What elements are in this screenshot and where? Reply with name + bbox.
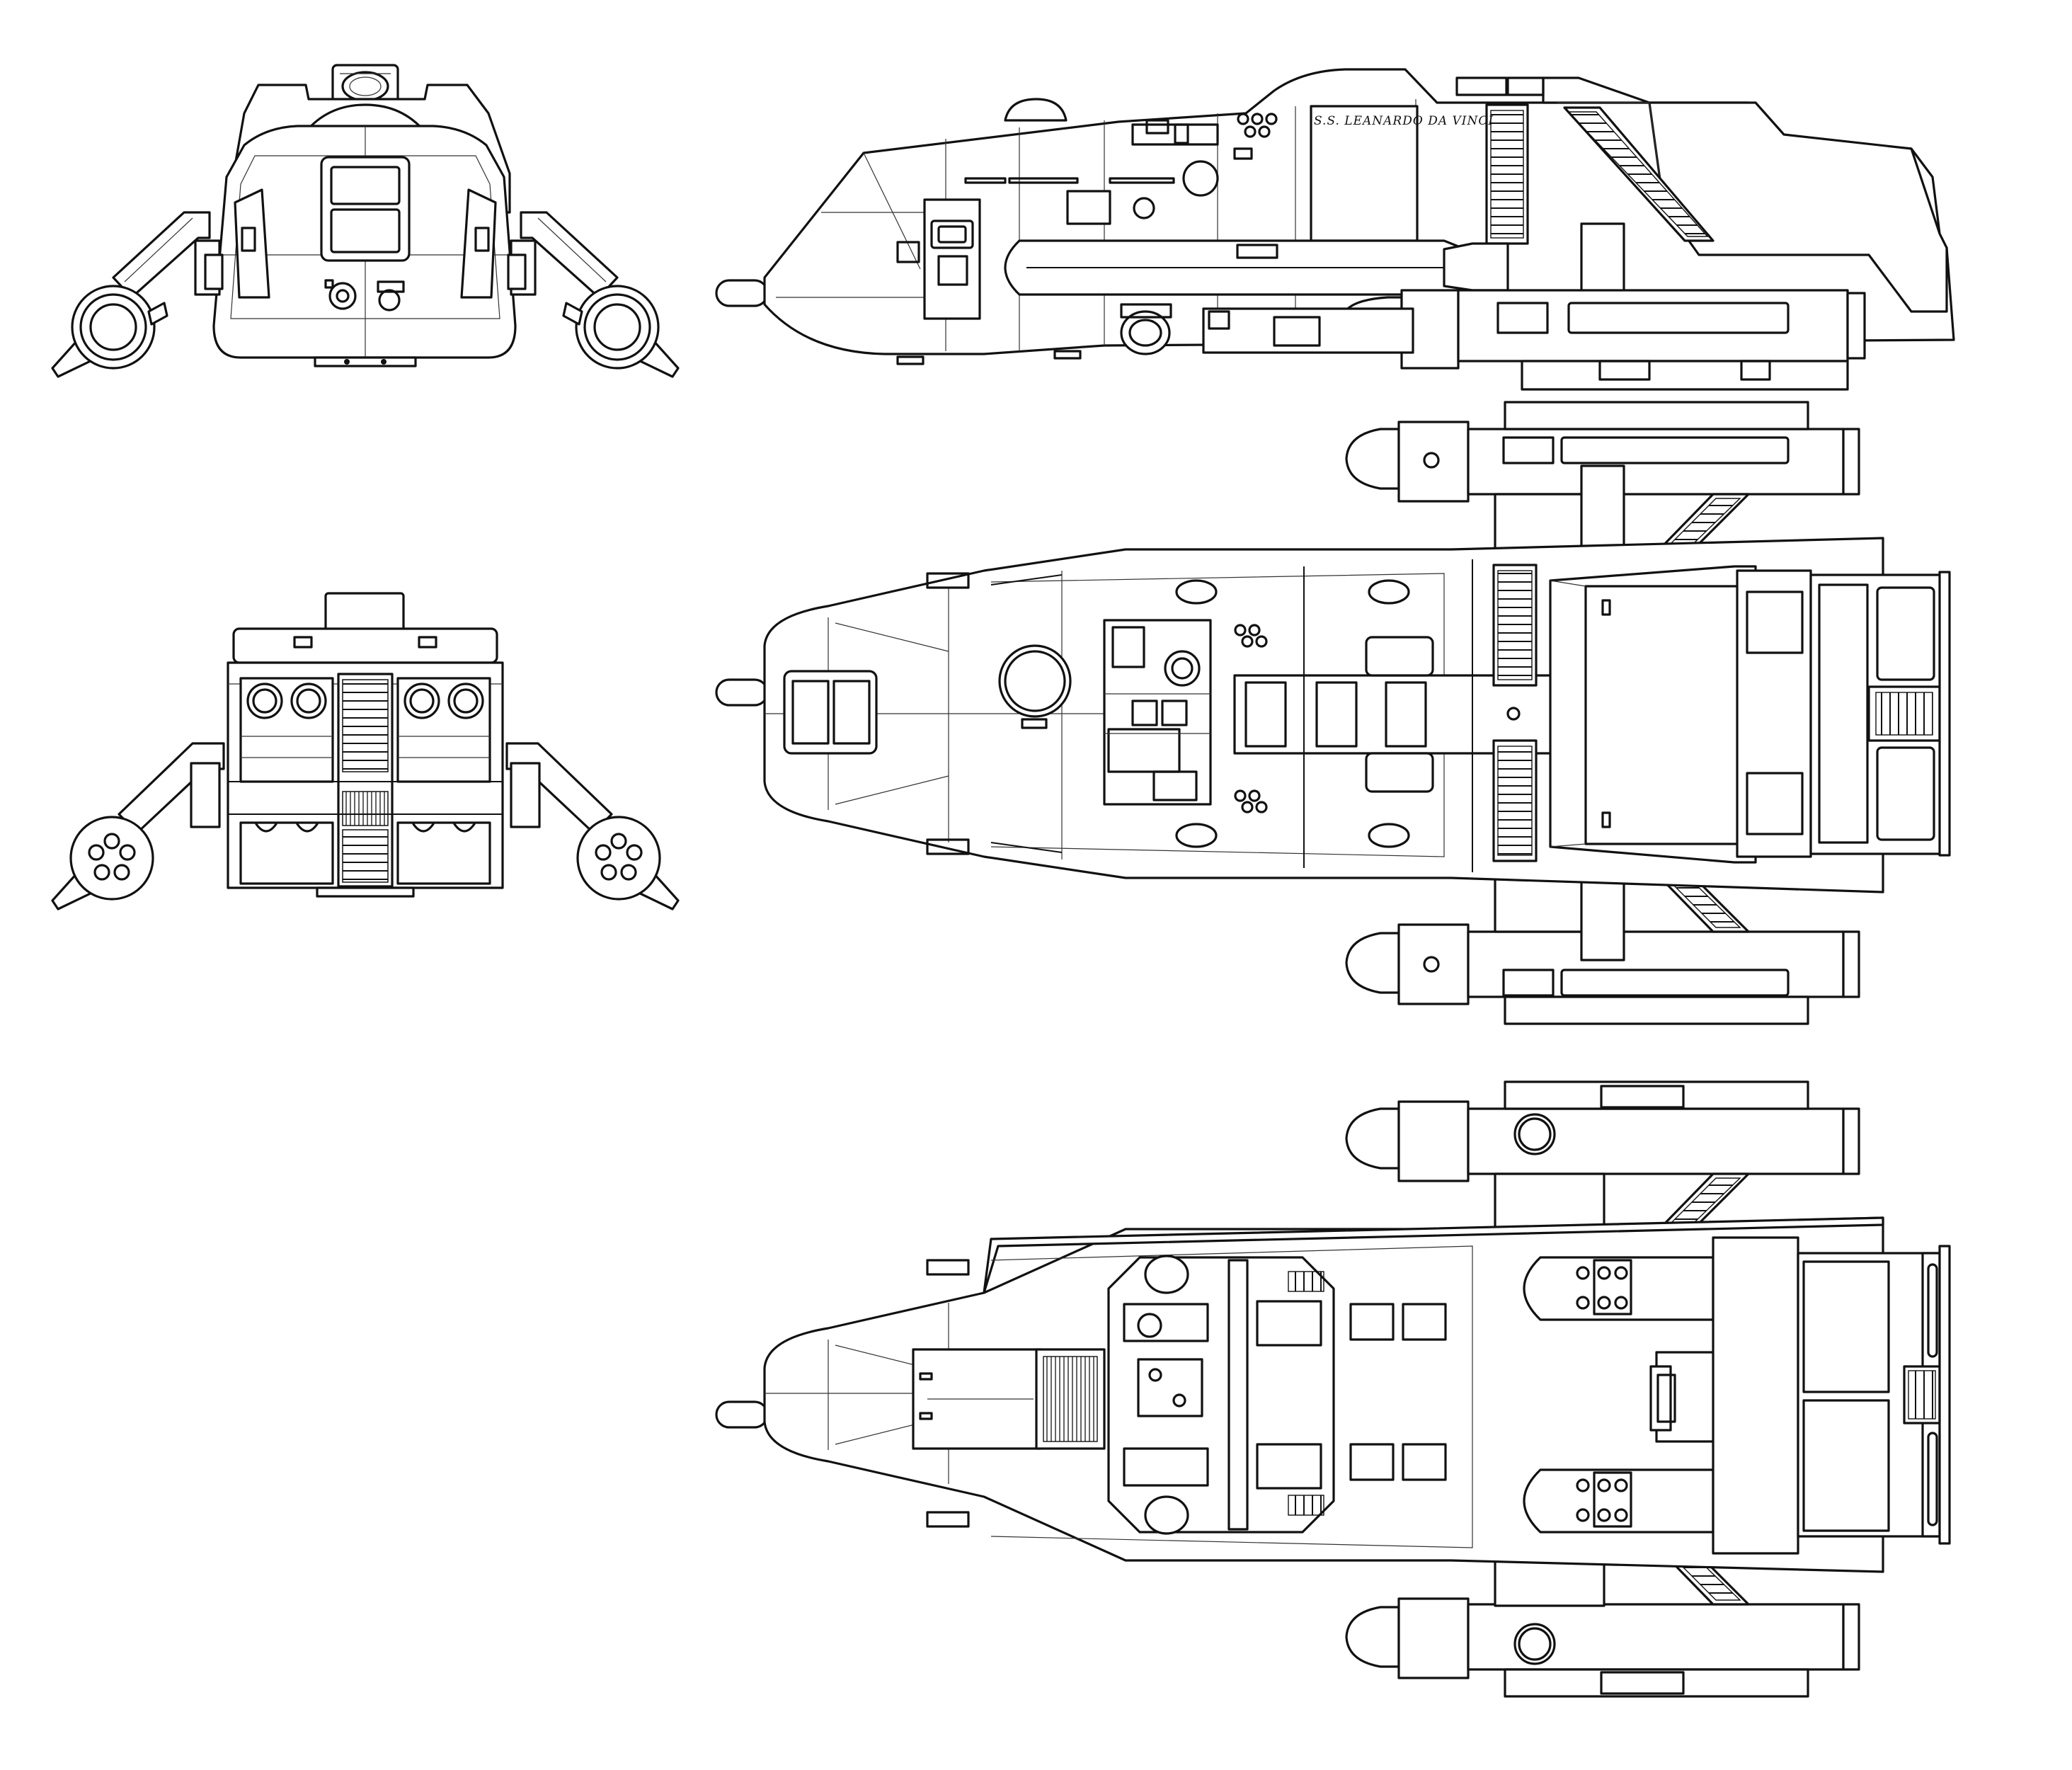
front-view xyxy=(51,64,680,378)
rear-view xyxy=(51,592,680,910)
side-view: S.S. LEANARDO DA VINCI xyxy=(715,68,1955,391)
top-view xyxy=(715,401,1951,1025)
ship-name-label: S.S. LEANARDO DA VINCI xyxy=(1314,114,1494,128)
bottom-view xyxy=(715,1080,1951,1698)
